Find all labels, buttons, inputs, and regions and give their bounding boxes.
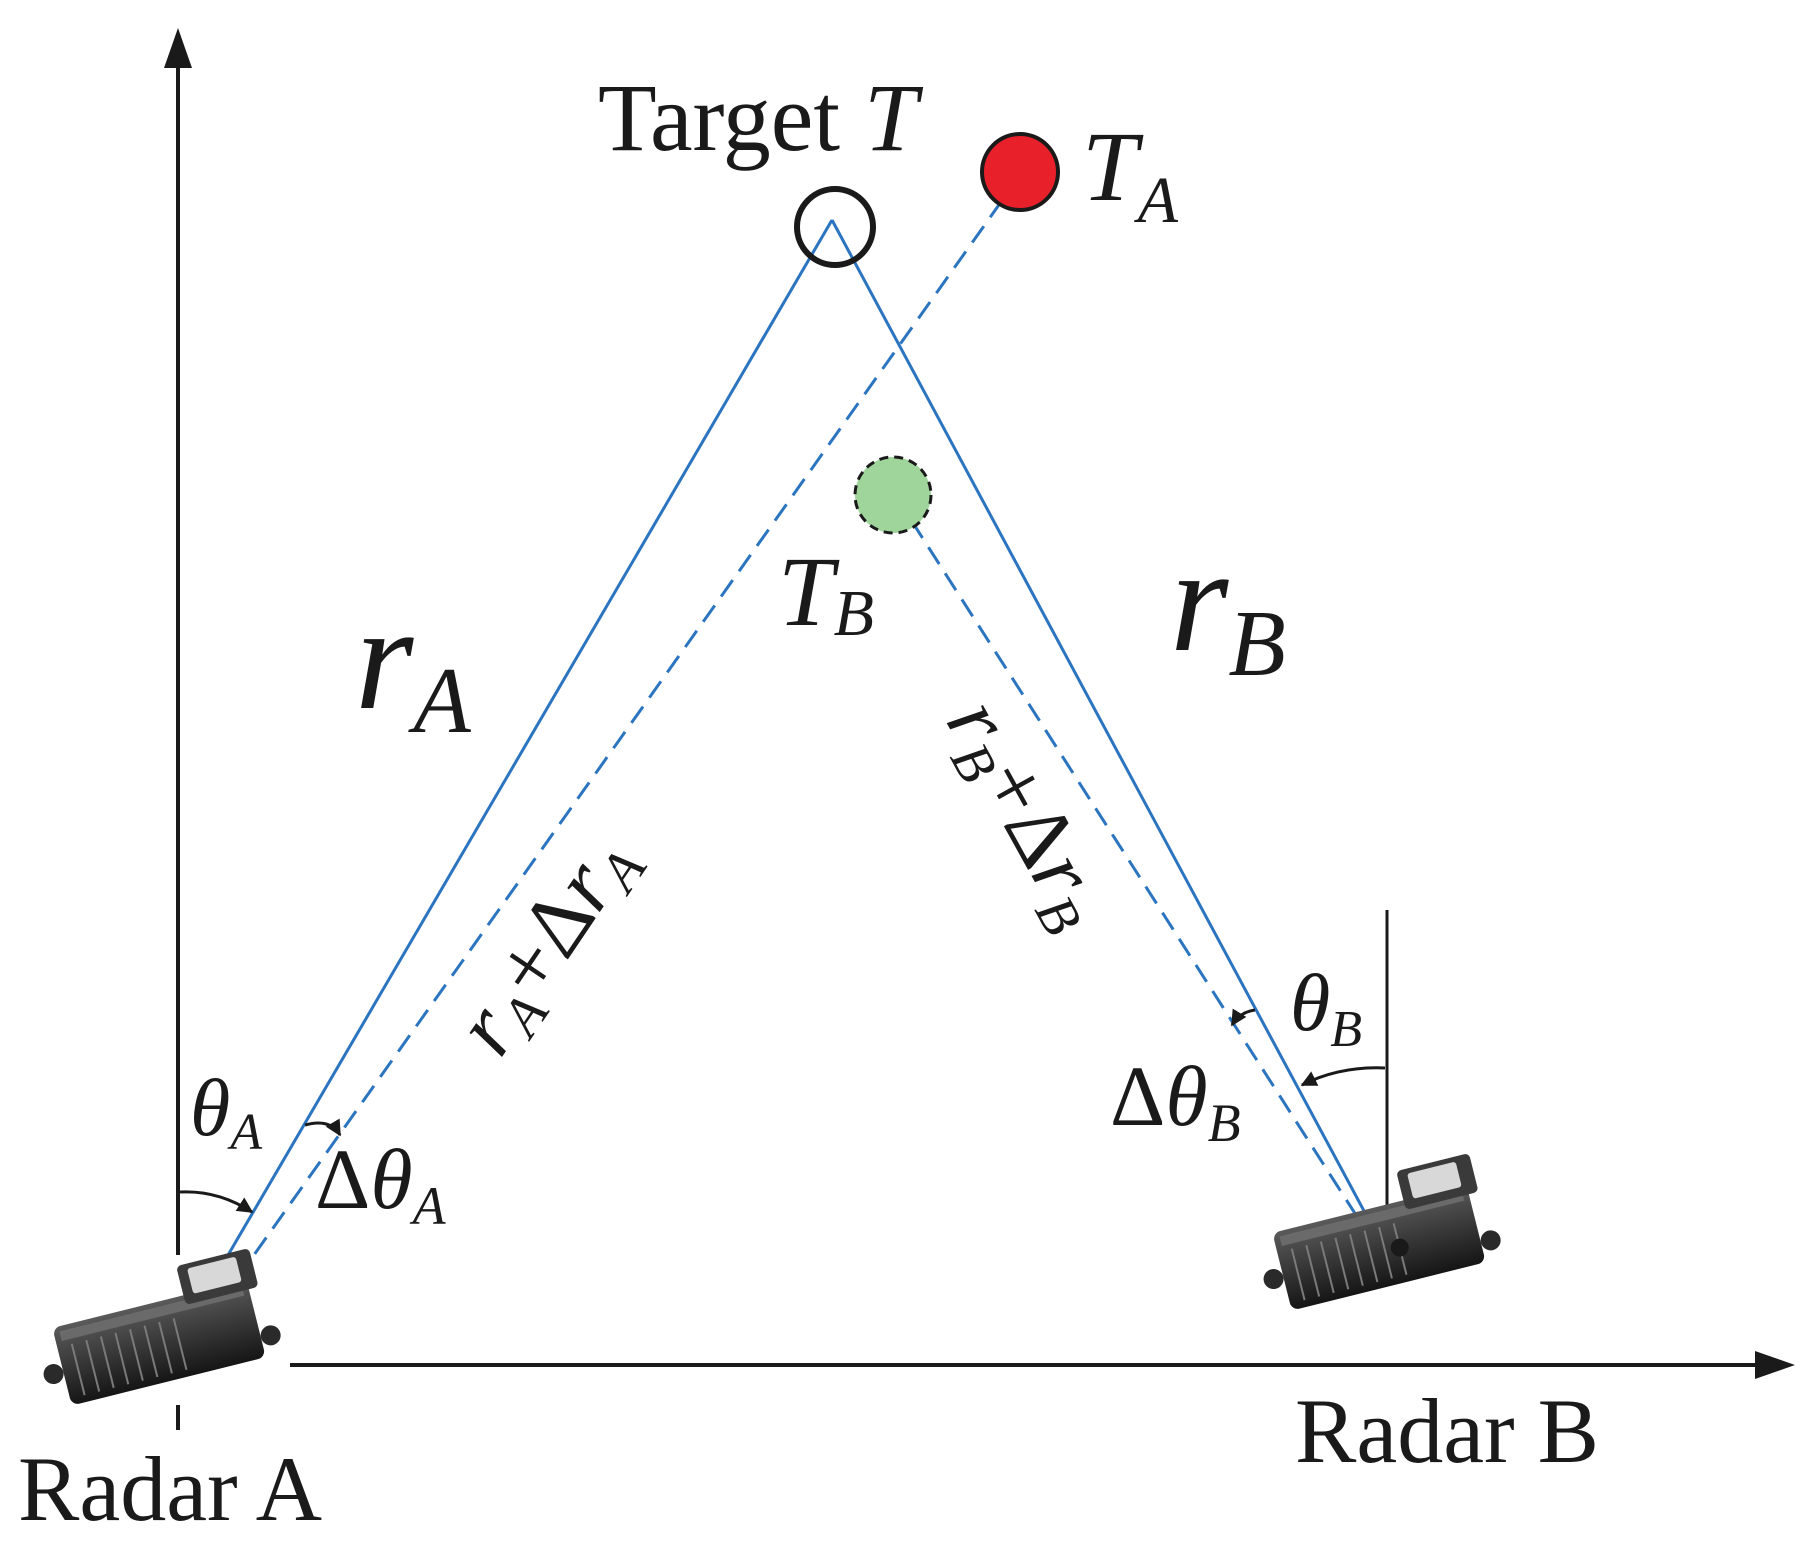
radar-a-device xyxy=(43,1249,281,1404)
x-axis xyxy=(176,1351,1795,1430)
ray-r-b-plus-delta xyxy=(893,494,1374,1241)
true-target-marker xyxy=(794,186,876,268)
theta-a-label: θA xyxy=(190,1062,262,1161)
target-label: Target T xyxy=(598,64,924,171)
radar-b-label: Radar B xyxy=(1295,1380,1599,1482)
y-axis xyxy=(164,28,192,1255)
r-b-label: rB xyxy=(1170,517,1286,696)
theta-b-arc xyxy=(1300,1066,1386,1087)
delta-theta-a-label: ΔθA xyxy=(315,1131,447,1236)
delta-theta-b-arc xyxy=(1230,1008,1256,1027)
radar-b-device xyxy=(1263,1154,1501,1309)
delta-theta-b-label: ΔθB xyxy=(1110,1048,1241,1153)
ray-r-a xyxy=(166,219,834,1359)
target-b-label: TB xyxy=(778,536,874,650)
theta-b-label: θB xyxy=(1290,957,1362,1058)
target-a-label: TA xyxy=(1082,111,1179,237)
ray-r-b xyxy=(830,219,1387,1251)
theta-a-arc xyxy=(179,1190,254,1214)
delta-theta-a-arc xyxy=(304,1118,342,1137)
r-a-label: rA xyxy=(355,575,471,753)
radar-a-label: Radar A xyxy=(18,1438,322,1540)
target-a-marker xyxy=(980,132,1060,212)
target-b-marker xyxy=(853,455,933,535)
ray-r-a-plus-delta xyxy=(181,177,1020,1356)
r-a-plus-delta-label: rA+ΔrA xyxy=(436,815,659,1075)
